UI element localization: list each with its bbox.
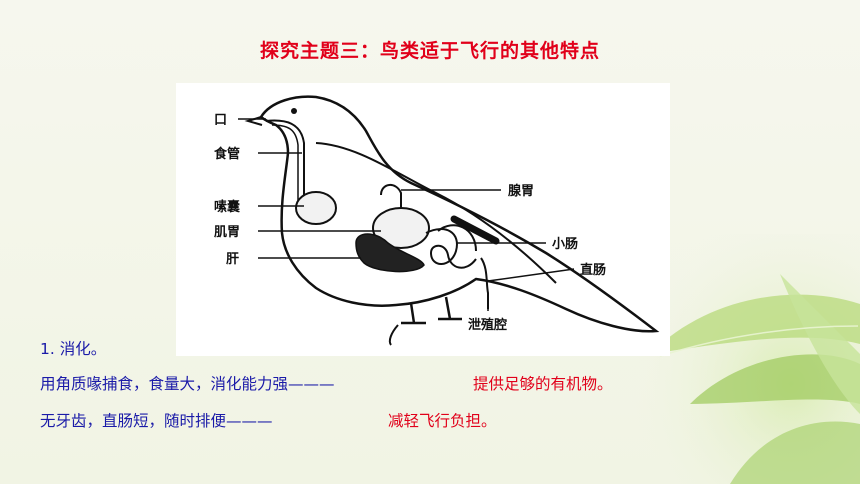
- label-proventriculus: 腺胃: [508, 183, 534, 199]
- label-esophagus: 食管: [214, 146, 240, 162]
- bird-eye: [291, 108, 297, 114]
- label-cloaca: 泄殖腔: [468, 317, 507, 333]
- point-1-answer: 提供足够的有机物。: [473, 375, 613, 393]
- intestine-loop-2: [437, 224, 477, 252]
- point-2-answer: 减轻飞行负担。: [388, 412, 497, 430]
- bird-foot-left: [388, 324, 399, 346]
- label-mouth: 口: [214, 113, 227, 128]
- section-heading: 1. 消化。: [40, 340, 107, 358]
- page-title: 探究主题三：鸟类适于飞行的其他特点: [259, 40, 600, 62]
- bird-diagram-svg: 口 食管 嗉囊 肌胃 肝 腺胃 小肠 直肠 泄殖腔: [214, 95, 660, 346]
- label-crop: 嗉囊: [214, 199, 241, 215]
- label-small-intestine: 小肠: [552, 237, 578, 252]
- label-rectum: 直肠: [580, 262, 606, 278]
- gizzard-shape: [372, 207, 430, 249]
- rectum-tube: [480, 257, 489, 309]
- label-gizzard: 肌胃: [214, 225, 240, 240]
- bird-wing: [315, 142, 557, 284]
- small-intestine-coils: [425, 228, 477, 269]
- proventriculus-shape: [380, 184, 402, 211]
- bird-digestive-system-diagram: 口 食管 嗉囊 肌胃 肝 腺胃 小肠 直肠 泄殖腔: [176, 83, 670, 356]
- bird-outline: [259, 95, 660, 333]
- crop-shape: [295, 191, 337, 225]
- bird-leg-right: [438, 296, 462, 321]
- point-1-text: 用角质喙捕食，食量大，消化能力强———: [40, 375, 335, 393]
- label-liver: 肝: [226, 252, 239, 267]
- bird-leg-left: [401, 302, 426, 325]
- bird-beak: [244, 116, 263, 126]
- small-intestine-dark: [450, 215, 500, 245]
- point-2-text: 无牙齿，直肠短，随时排便———: [40, 412, 273, 430]
